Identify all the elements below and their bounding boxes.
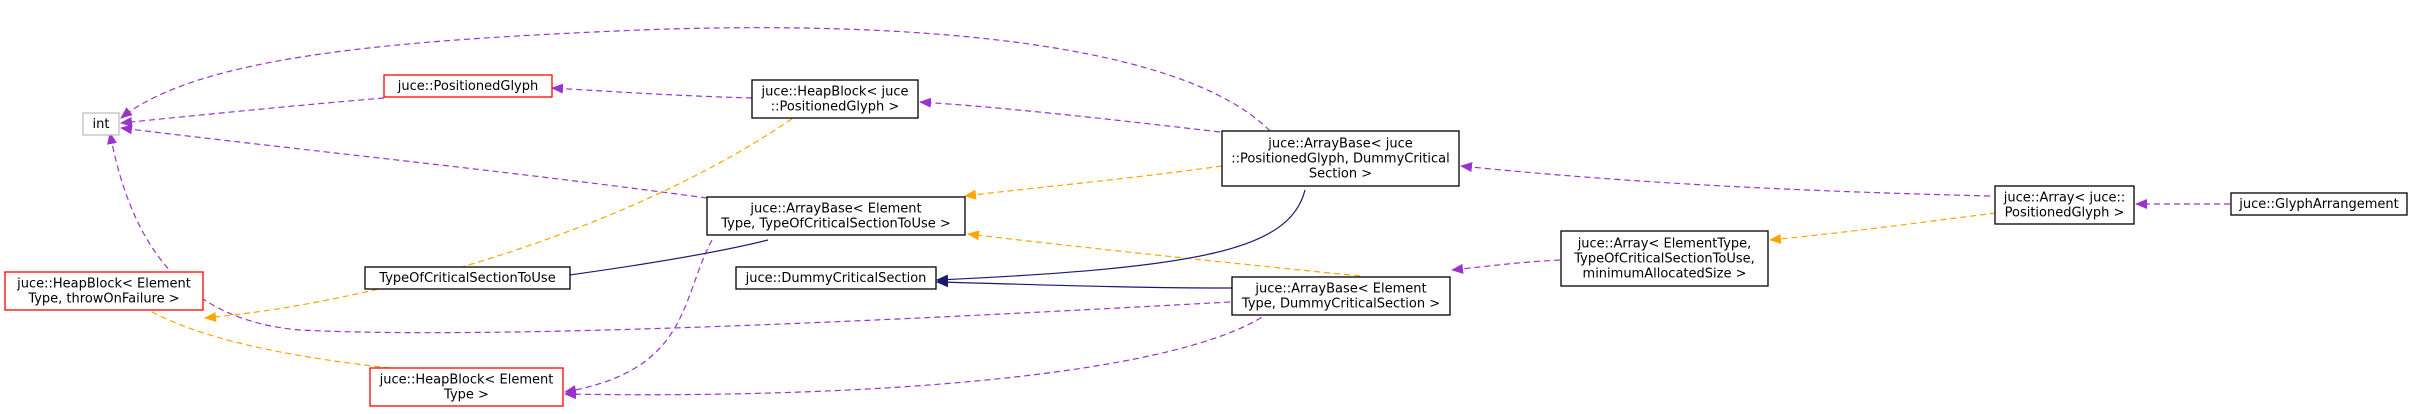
node-label: TypeOfCriticalSectionToUse (378, 271, 555, 286)
node-arraybase-typeofcs[interactable]: juce::ArrayBase< ElementType, TypeOfCrit… (706, 196, 966, 236)
node-glyph-arrangement[interactable]: juce::GlyphArrangement (2230, 192, 2408, 216)
edge-inherit-type-of-cs (554, 239, 769, 281)
node-label: juce::PositionedGlyph (397, 79, 539, 94)
node-label: ::PositionedGlyph, DummyCritical (1231, 152, 1450, 167)
node-label: Type, TypeOfCriticalSectionToUse > (720, 217, 951, 232)
node-label: juce::ArrayBase< Element (1254, 282, 1426, 297)
edge-numallocated-mid (120, 124, 708, 199)
node-label: TypeOfCriticalSectionToUse, (1573, 252, 1755, 267)
node-label: Type, DummyCriticalSection > (1241, 297, 1440, 312)
node-heapblock-positioned-glyph[interactable]: juce::HeapBlock< juce::PositionedGlyph > (751, 79, 919, 119)
edge-data (551, 83, 753, 99)
edge-numallocated-top (120, 27, 1271, 132)
edge-values-right (1451, 259, 1561, 274)
node-label: Section > (1309, 167, 1372, 182)
node-label: PositionedGlyph > (2005, 206, 2125, 221)
edge-template-et (131, 299, 431, 373)
node-label: juce::ArrayBase< juce (1267, 137, 1412, 152)
edge-numallocated-low (107, 132, 1231, 334)
edge-glyph (120, 97, 385, 127)
node-label: Type, throwOnFailure > (27, 292, 179, 307)
node-array-generic[interactable]: juce::Array< ElementType,TypeOfCriticalS… (1560, 230, 1769, 287)
node-label: minimumAllocatedSize > (1583, 267, 1747, 282)
node-label: juce::DummyCriticalSection (745, 271, 927, 286)
node-label: ::PositionedGlyph > (771, 100, 900, 115)
edge-inherit-dummy-cs-from-ab-pg (936, 189, 1306, 285)
node-label: juce::Array< ElementType, (1577, 237, 1752, 252)
edge-elements-left (564, 239, 713, 396)
node-arraybase-dummy-cs[interactable]: juce::ArrayBase< ElementType, DummyCriti… (1231, 276, 1451, 316)
node-int[interactable]: int (82, 112, 120, 136)
node-label: int (93, 117, 110, 132)
edge-template-pg-right (1769, 212, 1997, 244)
node-type-of-critical-section[interactable]: TypeOfCriticalSectionToUse (364, 266, 571, 290)
node-label: juce::Array< juce:: (2003, 191, 2126, 206)
node-label: juce::GlyphArrangement (2238, 197, 2398, 212)
node-label: juce::ArrayBase< Element (749, 202, 921, 217)
edge-template-pg (204, 112, 801, 322)
node-positioned-glyph[interactable]: juce::PositionedGlyph (383, 74, 553, 98)
node-heapblock-element-type[interactable]: juce::HeapBlock< ElementType > (369, 367, 564, 407)
node-heapblock-throw-on-failure[interactable]: juce::HeapBlock< ElementType, throwOnFai… (4, 271, 204, 311)
node-dummy-critical-section[interactable]: juce::DummyCriticalSection (735, 266, 937, 290)
node-label: Type > (443, 388, 489, 403)
node-array-positioned-glyph[interactable]: juce::Array< juce::PositionedGlyph > (1994, 185, 2135, 225)
edge-template-pg-dcs (964, 165, 1223, 200)
node-label: juce::HeapBlock< juce (761, 85, 909, 100)
edge-elements-top (919, 97, 1221, 133)
node-arraybase-positioned-glyph[interactable]: juce::ArrayBase< juce::PositionedGlyph, … (1221, 130, 1460, 187)
node-label: juce::HeapBlock< Element (16, 277, 191, 292)
edge-template-et-dcs (967, 230, 1361, 277)
edge-values-left (1460, 162, 1991, 197)
edge-inherit-dummy-cs-from-ab-et (936, 277, 1233, 289)
node-label: juce::HeapBlock< Element (379, 373, 554, 388)
edge-elements-bottom (564, 289, 1291, 400)
